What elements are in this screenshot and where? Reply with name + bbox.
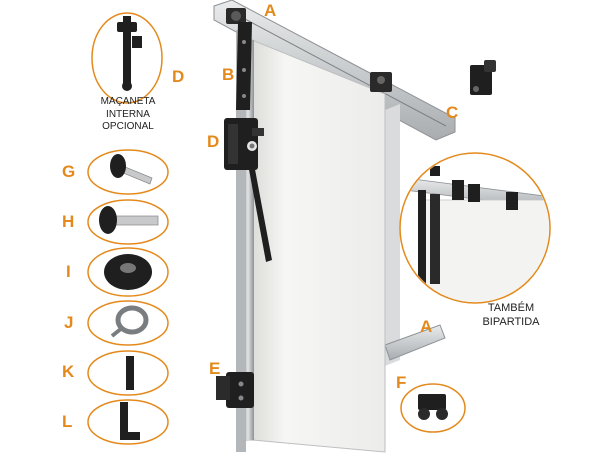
label-k: K xyxy=(62,362,75,381)
label-j: J xyxy=(64,313,74,332)
internal-handle-caption: MAÇANETA INTERNA OPCIONAL xyxy=(100,96,156,132)
label-h: H xyxy=(62,212,75,231)
door-panel xyxy=(236,30,386,453)
label-b: B xyxy=(222,65,235,84)
bottom-roller-part xyxy=(400,383,466,433)
hanger-bracket-part xyxy=(470,60,496,95)
door-latch xyxy=(224,118,272,262)
top-rail xyxy=(213,0,456,141)
label-d-handle: D xyxy=(172,67,185,86)
label-i: I xyxy=(66,262,71,281)
top-hanger xyxy=(226,8,392,110)
bipartida-caption: TAMBÉM BIPARTIDA xyxy=(482,302,540,328)
wall-frame xyxy=(384,104,446,366)
label-c: C xyxy=(446,103,459,122)
roller-axle-g-part xyxy=(87,149,169,195)
stop-k-part xyxy=(87,350,169,396)
roller-h-part xyxy=(87,199,169,245)
label-a-bottom: A xyxy=(420,317,433,336)
label-l: L xyxy=(62,412,73,431)
label-a-top: A xyxy=(264,1,277,20)
wheel-i-part xyxy=(87,247,169,297)
guide-l-part xyxy=(87,399,169,445)
label-d-latch: D xyxy=(207,132,220,151)
label-e: E xyxy=(209,359,221,378)
ring-j-part xyxy=(87,300,169,346)
label-f: F xyxy=(396,373,407,392)
bottom-hinge xyxy=(216,372,254,408)
internal-handle-part xyxy=(91,12,163,104)
label-g: G xyxy=(62,162,76,181)
bipartida-inset xyxy=(399,152,551,304)
